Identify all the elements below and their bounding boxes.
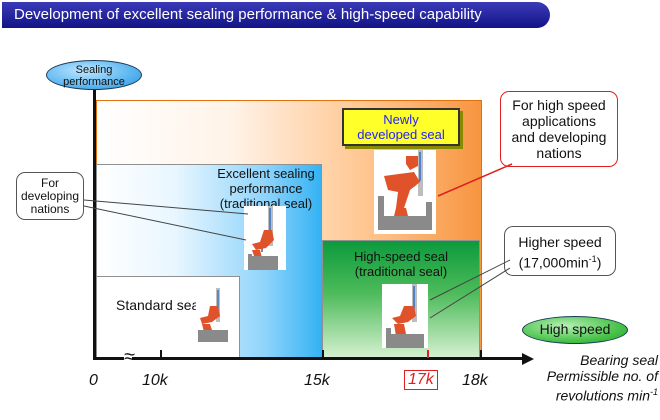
callout-high-speed-applications: For high speed applications and developi… xyxy=(500,91,618,167)
x-axis-arrow-icon xyxy=(522,353,534,365)
x-axis-label-line2: Permissible no. of xyxy=(546,368,658,384)
x-tick-17k xyxy=(427,350,429,358)
x-tick-label-18k: 18k xyxy=(462,372,488,389)
standard-seal-label: Standard seal xyxy=(116,297,203,313)
high-speed-seal-cross-section-icon xyxy=(382,284,428,348)
x-tick-label-10k: 10k xyxy=(142,372,168,389)
y-axis-label: Sealing performance xyxy=(46,60,142,90)
page-title: Development of excellent sealing perform… xyxy=(2,2,550,28)
x-axis-label-line3: revolutions min-1 xyxy=(555,387,658,404)
callout-developing-nations: For developing nations xyxy=(16,172,84,220)
x-tick-label-0: 0 xyxy=(89,372,98,389)
x-tick-label-17k: 17k xyxy=(404,370,438,390)
seal-cross-section-icon xyxy=(244,206,286,270)
high-speed-seal-label: High-speed seal (traditional seal) xyxy=(354,249,448,279)
y-axis-line xyxy=(93,88,96,360)
high-speed-label: High speed xyxy=(522,316,628,344)
x-tick-10k xyxy=(160,350,162,358)
x-tick-label-15k: 15k xyxy=(304,372,330,389)
x-axis-label: Bearing seal Permissible no. of revoluti… xyxy=(520,352,658,404)
x-tick-18k xyxy=(480,350,482,358)
excellent-seal-label: Excellent sealing performance (tradition… xyxy=(217,166,315,211)
new-seal-label: Newly developed seal xyxy=(342,108,460,146)
x-tick-15k xyxy=(322,350,324,358)
callout-higher-speed: Higher speed (17,000min-1) xyxy=(504,226,616,276)
axis-break-icon: ≈ xyxy=(124,346,135,368)
standard-seal-cross-section-icon xyxy=(196,288,230,342)
x-axis-label-line1: Bearing seal xyxy=(580,352,658,368)
x-axis-line xyxy=(93,357,523,360)
new-seal-cross-section-icon xyxy=(374,150,436,234)
